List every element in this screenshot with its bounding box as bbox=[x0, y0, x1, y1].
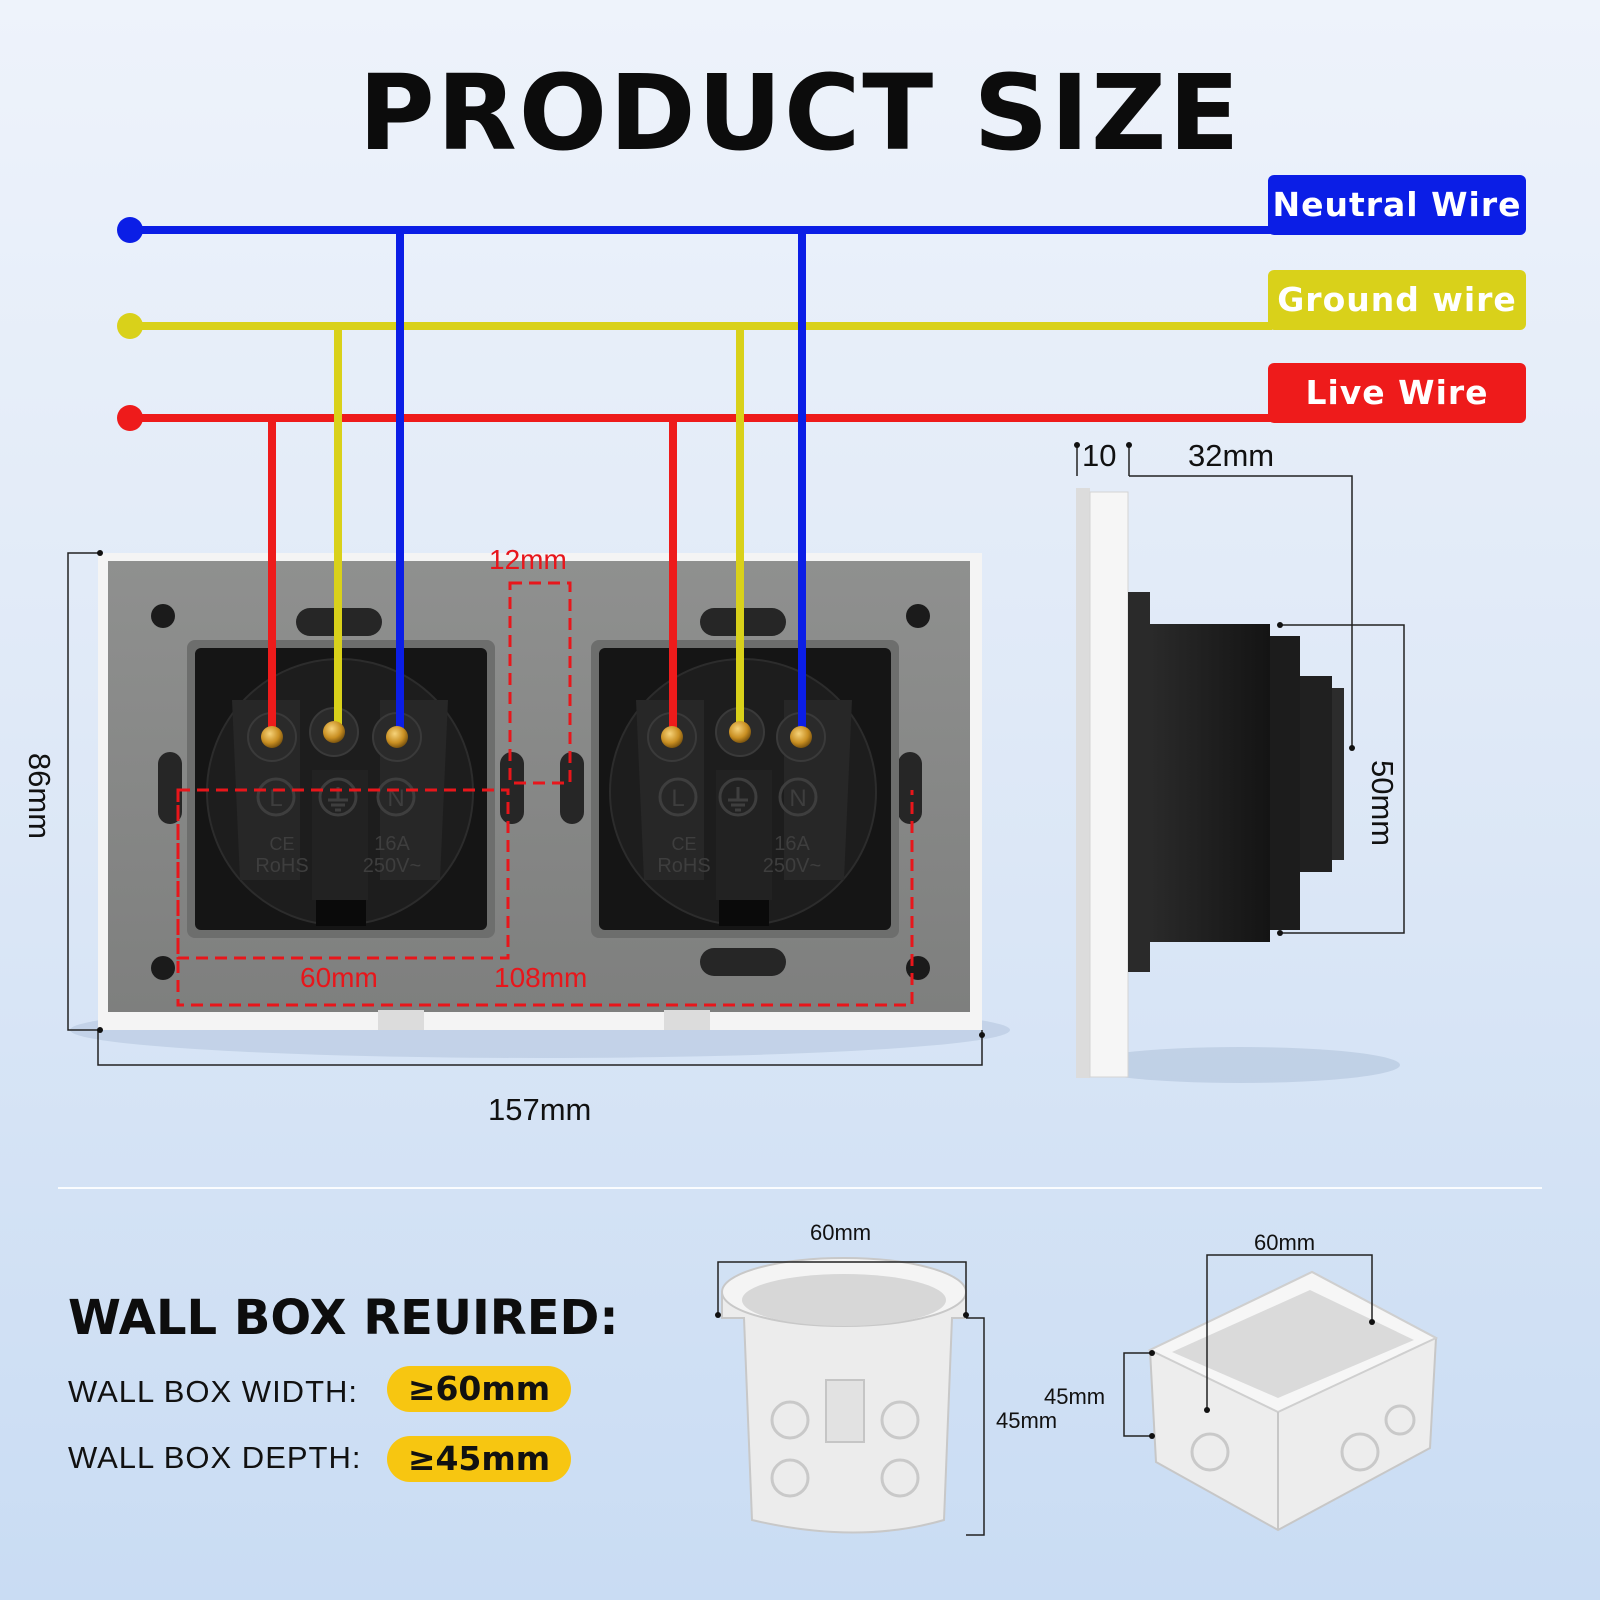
marking-ce: CE bbox=[269, 834, 294, 854]
wall-box-depth-label: WALL BOX DEPTH: bbox=[68, 1440, 362, 1475]
dim-line-side-body bbox=[1280, 624, 1405, 934]
marking-live: L bbox=[269, 785, 282, 812]
page-title: PRODUCT SIZE bbox=[358, 52, 1242, 174]
mount-slot bbox=[158, 752, 182, 824]
plate-tab bbox=[664, 1010, 710, 1030]
marking-rohs: RoHS bbox=[255, 855, 308, 877]
module-width-label: 60mm bbox=[300, 962, 378, 993]
ground-wire-end bbox=[117, 313, 143, 339]
wall-box-width-value: ≥60mm bbox=[387, 1366, 571, 1412]
marking-live: L bbox=[671, 785, 684, 812]
dim-line-side-depth bbox=[1129, 475, 1353, 748]
mount-slot bbox=[560, 752, 584, 824]
side-view bbox=[1076, 488, 1344, 1078]
marking-neutral: N bbox=[387, 785, 404, 812]
plate-tab bbox=[378, 1010, 424, 1030]
mount-slot bbox=[500, 752, 524, 824]
ground-symbol-icon bbox=[328, 787, 748, 812]
marking-ce: CE bbox=[671, 834, 696, 854]
dim-line-108mm bbox=[176, 790, 914, 1007]
side-shadow bbox=[1080, 1047, 1400, 1083]
square-box-depth-label: 45mm bbox=[1044, 1384, 1106, 1409]
square-wall-box bbox=[1147, 1270, 1439, 1532]
mount-hole bbox=[151, 956, 175, 980]
marking-voltage: 250V~ bbox=[763, 855, 821, 877]
ground-wire-label: Ground wire bbox=[1268, 270, 1526, 330]
marking-current: 16A bbox=[374, 833, 410, 855]
dim-line-height bbox=[67, 552, 100, 1031]
marking-voltage: 250V~ bbox=[363, 855, 421, 877]
live-wire-label: Live Wire bbox=[1268, 363, 1526, 423]
wall-box-heading: WALL BOX REUIRED: bbox=[68, 1290, 619, 1346]
dim-line-square-width bbox=[1206, 1254, 1373, 1410]
side-body-label: 50mm bbox=[1365, 760, 1400, 847]
socket-module-2 bbox=[591, 640, 899, 938]
span-dimension-label: 108mm bbox=[494, 962, 588, 993]
mount-hole bbox=[906, 604, 930, 628]
wall-box-depth-value: ≥45mm bbox=[387, 1436, 571, 1482]
height-dimension-label: 86mm bbox=[22, 752, 58, 840]
mount-hole bbox=[151, 604, 175, 628]
live-wire-end bbox=[117, 405, 143, 431]
dim-line-round-depth bbox=[966, 1317, 985, 1536]
spacing-dimension-label: 12mm bbox=[489, 544, 567, 575]
neutral-wire-end bbox=[117, 217, 143, 243]
side-depth-label: 32mm bbox=[1188, 438, 1275, 473]
dim-line-round-width bbox=[717, 1261, 967, 1315]
round-box-depth-label: 45mm bbox=[996, 1408, 1058, 1433]
round-wall-box bbox=[721, 1257, 967, 1534]
wall-box-width-label: WALL BOX WIDTH: bbox=[68, 1374, 359, 1409]
mount-hole bbox=[906, 956, 930, 980]
dim-line-square-depth bbox=[1123, 1352, 1152, 1437]
side-plate-label: 10 bbox=[1082, 438, 1117, 473]
round-box-width-label: 60mm bbox=[810, 1220, 872, 1245]
mount-slot bbox=[898, 752, 922, 824]
terminal-screws bbox=[261, 721, 812, 748]
marking-neutral: N bbox=[789, 785, 806, 812]
marking-current: 16A bbox=[774, 833, 810, 855]
mount-slot bbox=[700, 948, 786, 976]
square-box-width-label: 60mm bbox=[1254, 1230, 1316, 1255]
width-dimension-label: 157mm bbox=[488, 1092, 592, 1127]
marking-rohs: RoHS bbox=[657, 855, 710, 877]
neutral-wire-label: Neutral Wire bbox=[1268, 175, 1526, 235]
dim-line-width bbox=[97, 1030, 983, 1066]
terminal-symbol-circles bbox=[256, 777, 818, 817]
dim-box-12mm bbox=[508, 581, 572, 785]
